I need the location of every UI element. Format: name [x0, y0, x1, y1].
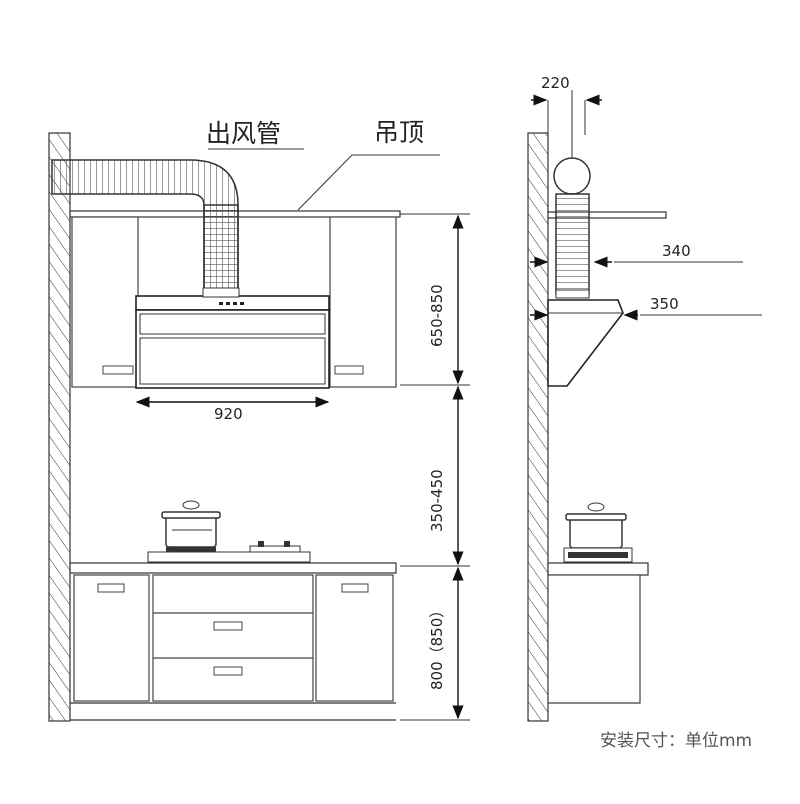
range-hood-top [135, 295, 330, 311]
side-depth-2-label: 350 [650, 295, 679, 313]
dim-vertical [400, 213, 470, 721]
lower-cabinet-right [315, 574, 394, 702]
hood-width-label: 920 [214, 405, 243, 423]
counter-height-label: 800（850） [428, 603, 446, 690]
upper-cabinet-left [71, 216, 139, 388]
drawer-stack [152, 574, 314, 702]
side-depth-1-label: 340 [662, 242, 691, 260]
front-wall [48, 132, 71, 722]
duct-section [553, 157, 591, 195]
gap-label: 350-450 [428, 469, 446, 532]
side-wall [527, 132, 549, 722]
upper-cabinet-right [329, 216, 397, 388]
lower-cabinet-left-handle [97, 583, 125, 593]
front-view: 出风管 吊顶 920 650-850 350-450 800（850） [48, 118, 470, 722]
drawer-handle-1 [213, 621, 243, 631]
hood-collar [202, 287, 240, 298]
duct-width-label: 220 [541, 74, 570, 92]
side-ceiling [547, 211, 667, 219]
lower-cabinet-right-handle [341, 583, 369, 593]
side-countertop [547, 562, 649, 576]
hood-side-profile [547, 299, 624, 387]
side-lower-cabinet [547, 574, 641, 704]
drawer-handle-2 [213, 666, 243, 676]
unit-note: 安装尺寸：单位mm [600, 731, 752, 751]
countertop [69, 562, 397, 574]
gas-stove [147, 551, 311, 563]
hood-control-buttons [219, 302, 244, 305]
upper-cabinet-left-handle [102, 365, 134, 375]
burner-icon [249, 541, 301, 553]
side-view: 220 340 350 安装尺寸：单位mm [527, 74, 762, 751]
ceiling-label: 吊顶 [374, 118, 424, 147]
hood-height-label: 650-850 [428, 284, 446, 347]
pot-icon [161, 500, 221, 552]
side-pot-icon [563, 502, 633, 563]
upper-cabinet-right-handle [334, 365, 364, 375]
duct-label: 出风管 [206, 119, 281, 148]
lower-cabinet-left [73, 574, 150, 702]
